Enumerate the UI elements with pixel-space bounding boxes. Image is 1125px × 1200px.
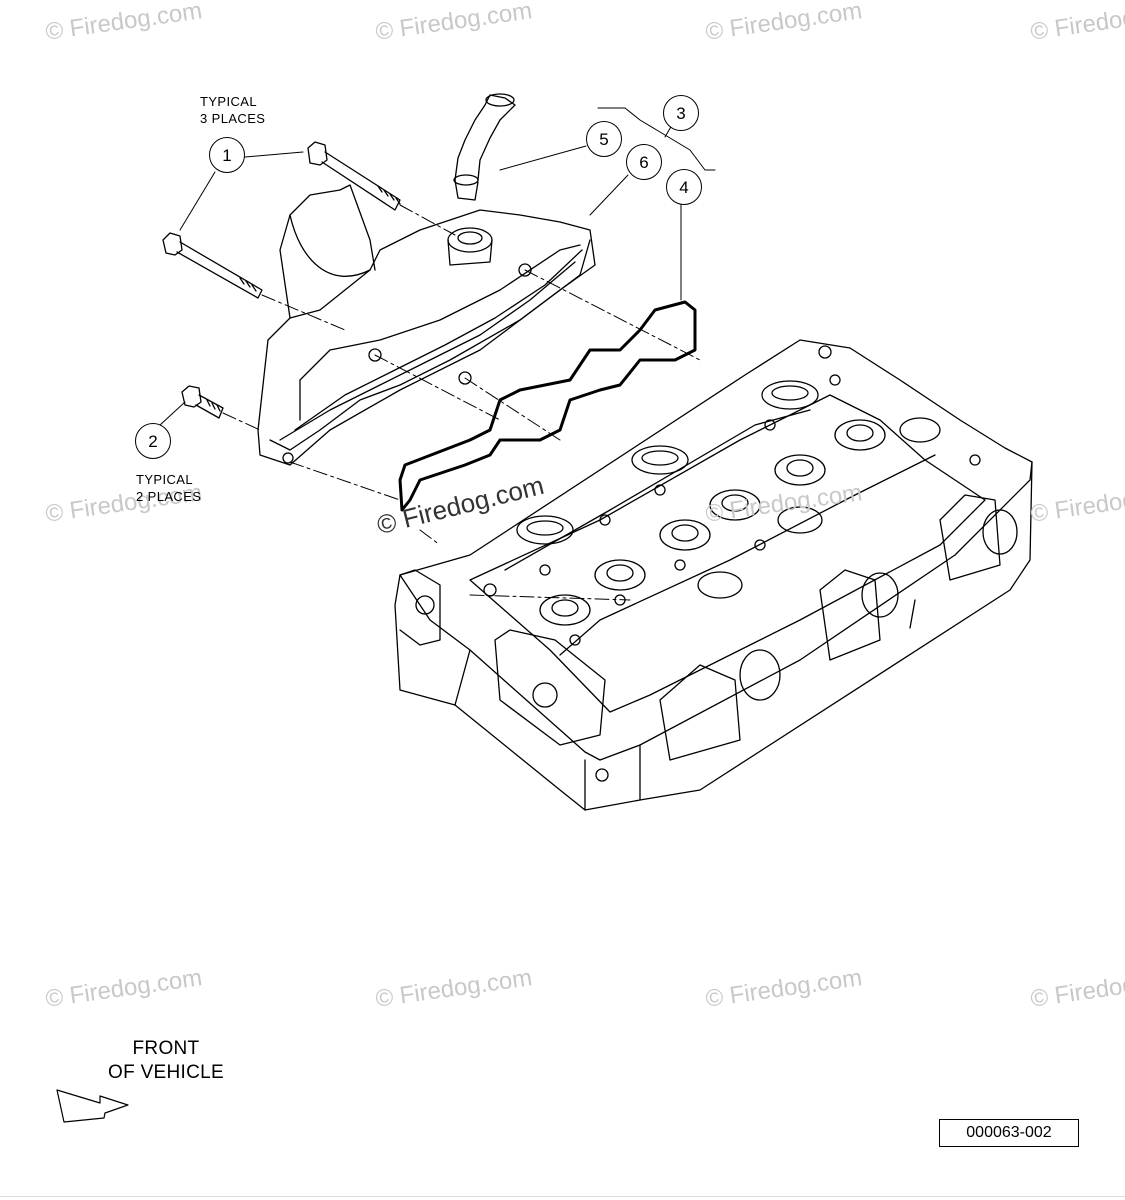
- callout-3: 3: [663, 95, 699, 131]
- long-bolt-lower: [162, 232, 263, 299]
- breather-hose: [453, 93, 516, 201]
- callout-4: 4: [666, 169, 702, 205]
- note-line: TYPICAL: [136, 472, 193, 487]
- long-bolt-upper: [307, 141, 401, 211]
- callout-6: 6: [626, 144, 662, 180]
- gasket: [398, 300, 697, 512]
- note-line: 2 PLACES: [136, 489, 202, 504]
- cylinder-head: [394, 339, 1033, 811]
- front-arrow-icon: [56, 1089, 129, 1123]
- short-bolt: [181, 385, 224, 419]
- typical-2-places-note: TYPICAL 2 PLACES: [136, 471, 201, 505]
- callout-5: 5: [586, 121, 622, 157]
- front-of-vehicle-label: FRONT OF VEHICLE: [108, 1037, 224, 1085]
- front-line: OF VEHICLE: [108, 1062, 224, 1083]
- rocker-cover: [257, 184, 596, 466]
- diagram-code: 000063-002: [939, 1119, 1079, 1147]
- note-line: TYPICAL: [200, 94, 257, 109]
- bottom-divider: [0, 1196, 1125, 1197]
- note-line: 3 PLACES: [200, 111, 266, 126]
- typical-3-places-note: TYPICAL 3 PLACES: [200, 93, 265, 127]
- callout-2: 2: [135, 423, 171, 459]
- front-line: FRONT: [132, 1038, 200, 1059]
- callout-1: 1: [209, 137, 245, 173]
